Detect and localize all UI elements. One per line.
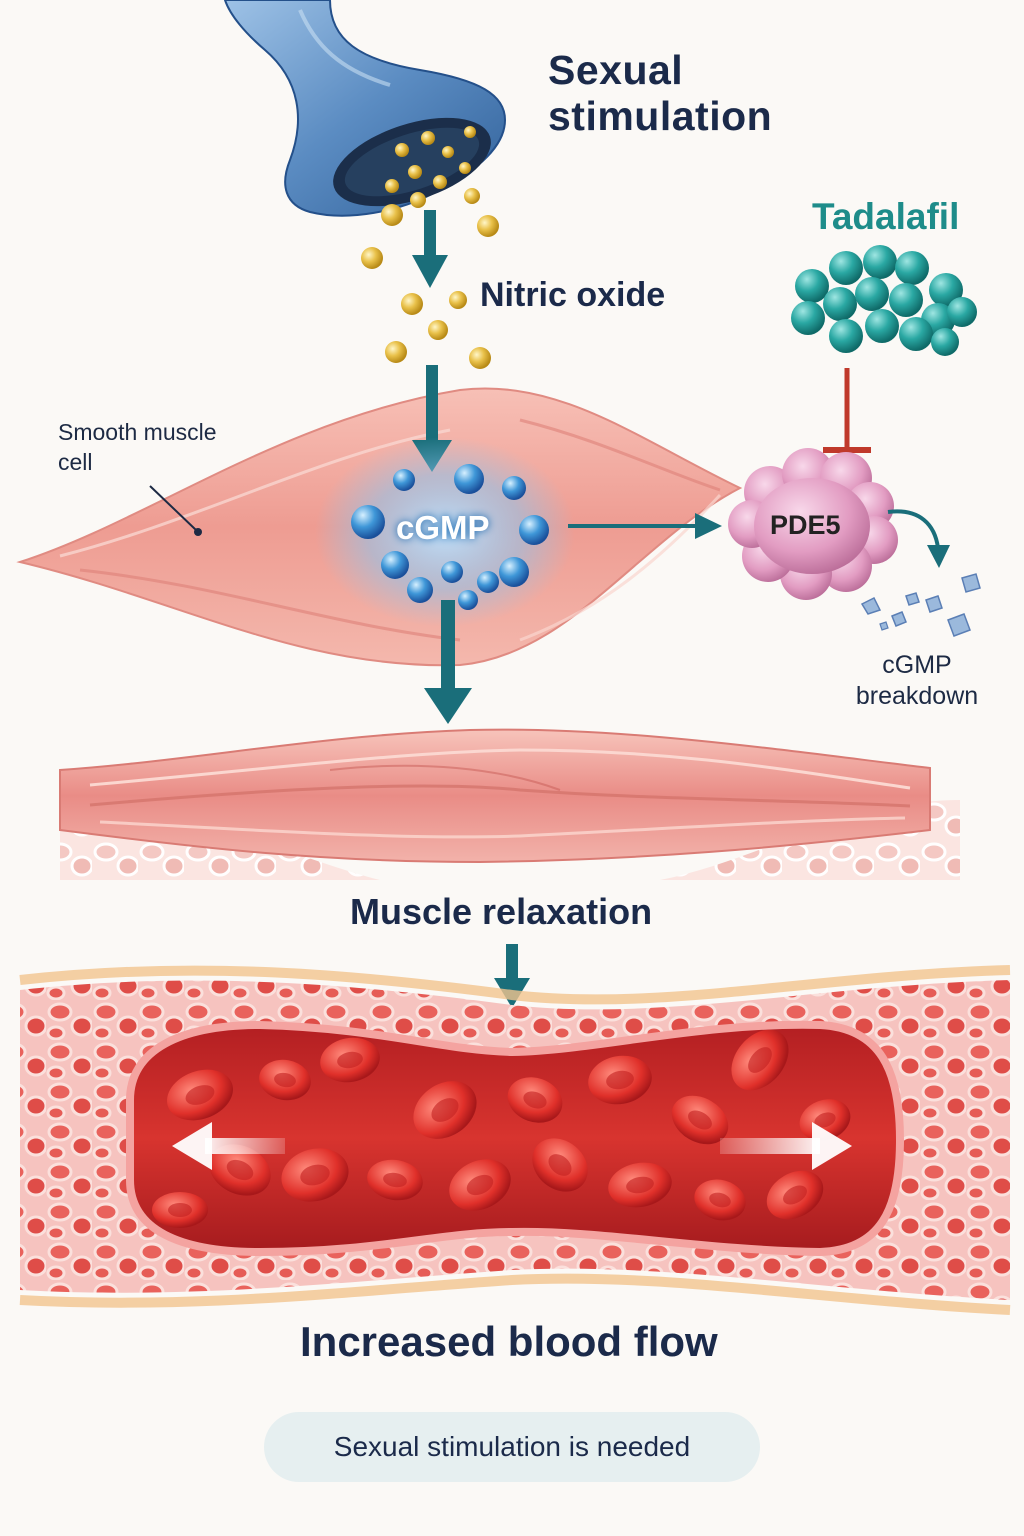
blood-vessel xyxy=(19,965,1011,1315)
arrow-stimulation-to-no xyxy=(412,210,448,288)
note-pill: Sexual stimulation is needed xyxy=(264,1412,760,1482)
tadalafil-molecule xyxy=(791,245,977,356)
increased-blood-flow-label: Increased blood flow xyxy=(300,1318,718,1365)
rbc xyxy=(608,1162,672,1208)
red-blood-cells xyxy=(152,1029,851,1228)
pde5-enzyme xyxy=(728,448,898,600)
cgmp-breakdown-label: cGMP breakdown xyxy=(855,651,979,711)
smooth-muscle-pointer xyxy=(149,485,202,536)
rbc xyxy=(259,1059,311,1101)
rbc xyxy=(413,1081,477,1139)
nitric-oxide-label: Nitric oxide xyxy=(480,276,666,314)
rbc xyxy=(694,1179,746,1221)
arrow-pde5-to-breakdown xyxy=(887,509,950,568)
nitric-oxide-molecules xyxy=(361,126,499,369)
rbc xyxy=(209,1144,271,1196)
pde5-label: PDE5 xyxy=(770,510,841,540)
rbc xyxy=(507,1077,563,1123)
relaxed-muscle-tissue xyxy=(59,728,960,880)
rbc xyxy=(532,1138,588,1192)
note-text: Sexual stimulation is needed xyxy=(333,1431,691,1462)
arrow-cgmp-to-pde5 xyxy=(568,513,722,539)
flow-arrow-left xyxy=(172,1122,285,1170)
rbc xyxy=(671,1095,729,1145)
cgmp-cluster xyxy=(315,437,575,627)
inhibition-line xyxy=(823,368,871,453)
rbc xyxy=(731,1029,789,1091)
smooth-muscle-cell-label: Smooth muscle cell xyxy=(58,419,217,475)
rbc xyxy=(449,1159,511,1211)
cgmp-label: cGMP xyxy=(396,509,490,546)
rbc xyxy=(167,1069,233,1121)
arrow-cgmp-to-relaxation xyxy=(424,600,472,724)
rbc xyxy=(367,1159,423,1201)
flow-arrow-right xyxy=(720,1122,852,1170)
rbc xyxy=(588,1055,652,1105)
rbc xyxy=(281,1148,349,1202)
rbc xyxy=(320,1037,380,1083)
sexual-stimulation-label: Sexual stimulation xyxy=(548,47,773,139)
rbc xyxy=(766,1170,824,1220)
nerve-terminal xyxy=(223,0,507,217)
tadalafil-label: Tadalafil xyxy=(812,196,960,237)
cgmp-fragments xyxy=(860,573,981,637)
muscle-relaxation-label: Muscle relaxation xyxy=(350,891,653,932)
rbc xyxy=(152,1192,208,1228)
